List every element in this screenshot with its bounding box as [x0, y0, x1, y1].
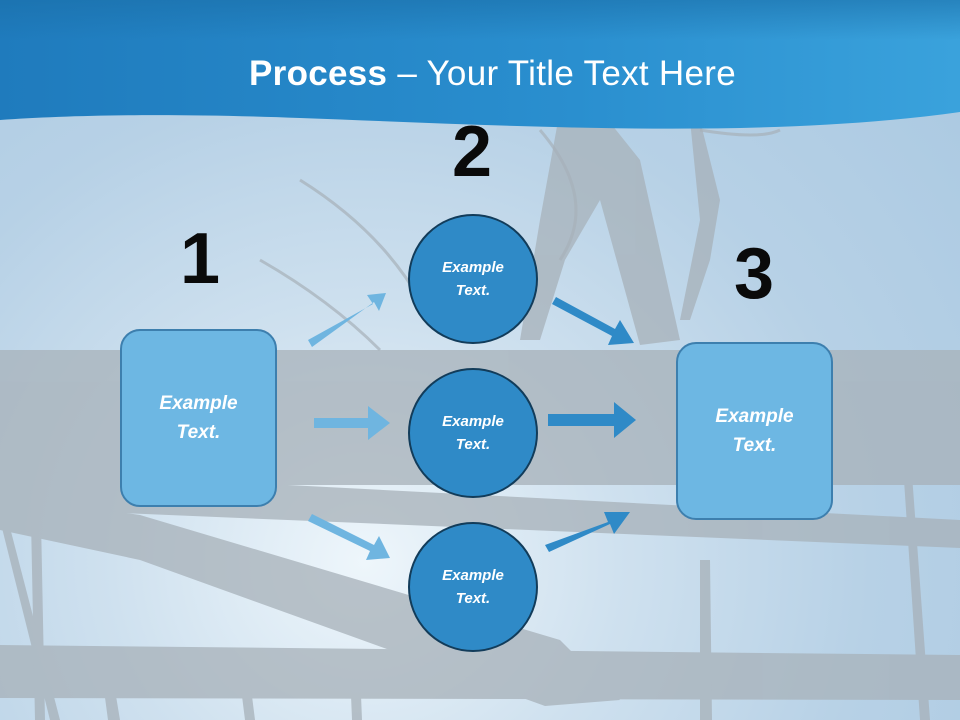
title-rest: – Your Title Text Here: [387, 54, 736, 93]
step-number-3: 3: [733, 234, 775, 314]
circle-bottom-label: Example Text.: [442, 567, 504, 607]
circle-top-label: Example Text.: [442, 259, 504, 299]
step-2-circle-top: Example Text.: [408, 214, 538, 344]
step-number-1: 1: [179, 219, 221, 299]
step-2-circle-middle: Example Text.: [408, 368, 538, 498]
step-1-label: Example Text.: [159, 393, 238, 443]
title-bold: Process: [249, 54, 388, 93]
step-3-box: Example Text.: [676, 342, 833, 520]
step-2-circle-bottom: Example Text.: [408, 522, 538, 652]
step-1-box: Example Text.: [120, 329, 277, 507]
page-title: Process – Your Title Text Here: [0, 52, 960, 96]
circle-middle-label: Example Text.: [442, 413, 504, 453]
step-number-2: 2: [451, 112, 493, 192]
step-3-label: Example Text.: [715, 406, 794, 456]
